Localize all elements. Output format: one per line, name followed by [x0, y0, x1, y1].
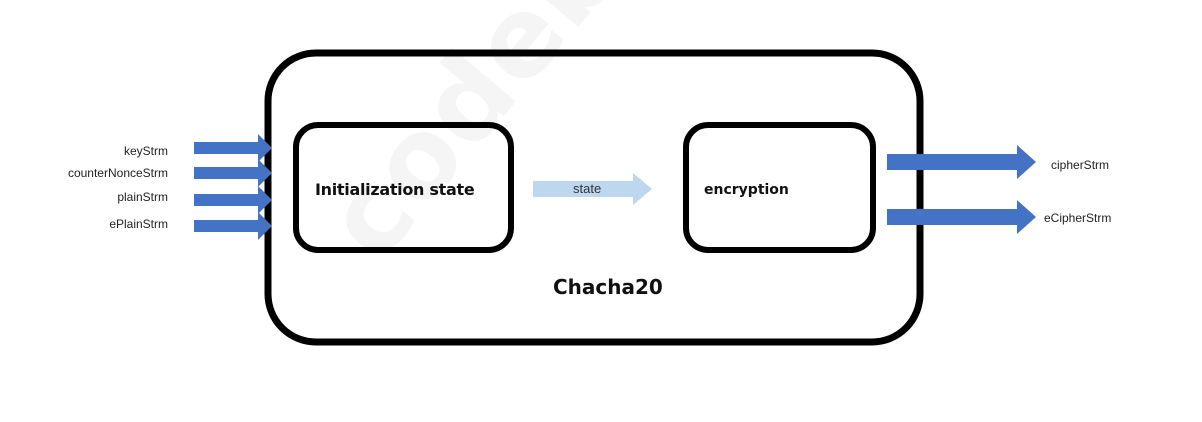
input-label-keystrm: keyStrm	[123, 144, 168, 158]
output-label-ecipherstrm: eCipherStrm	[1044, 211, 1112, 225]
state-arrow	[533, 173, 652, 205]
input-arrow-eplainstrm	[194, 212, 272, 240]
input-label-eplainstrm: ePlainStrm	[109, 217, 168, 231]
input-label-plainstrm: plainStrm	[117, 190, 168, 204]
input-arrow-keystrm	[194, 134, 272, 162]
chacha20-label: Chacha20	[553, 275, 663, 299]
state-arrow-label: state	[573, 181, 602, 196]
input-arrow-plainstrm	[194, 186, 272, 214]
input-label-counternoncestrm: counterNonceStrm	[67, 166, 168, 180]
output-label-cipherstrm: cipherStrm	[1051, 158, 1110, 172]
initialization-state-box	[293, 122, 514, 253]
encryption-label: encryption	[704, 182, 789, 198]
output-arrow-ecipherstrm	[887, 200, 1036, 234]
encryption-box	[683, 122, 876, 253]
input-arrow-counternoncestrm	[194, 159, 272, 187]
output-arrow-cipherstrm	[887, 145, 1036, 179]
initialization-state-label: Initialization state	[315, 180, 475, 199]
